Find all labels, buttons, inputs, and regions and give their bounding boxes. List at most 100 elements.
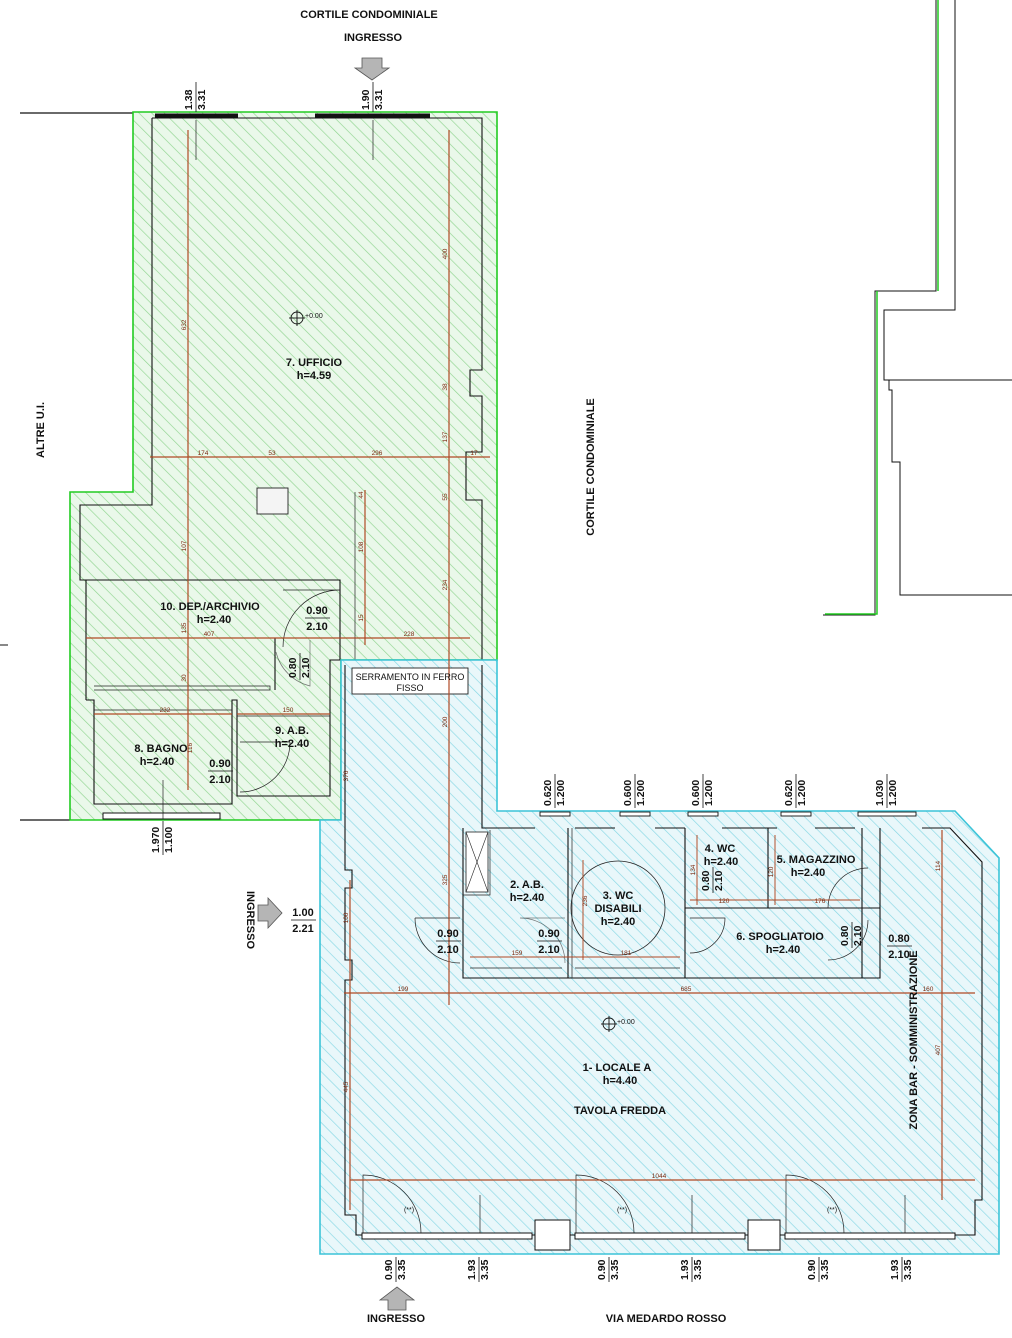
svg-text:1.00: 1.00: [292, 907, 313, 919]
room-locale-height: h=4.40: [603, 1075, 638, 1087]
svg-text:1.38: 1.38: [183, 89, 195, 110]
note-1: (**): [404, 1207, 414, 1214]
svg-text:15: 15: [358, 614, 365, 622]
room-ab9-height: h=2.40: [275, 738, 310, 750]
svg-text:44: 44: [358, 491, 365, 499]
svg-text:0.80: 0.80: [700, 870, 712, 891]
svg-text:0.620: 0.620: [542, 780, 554, 806]
svg-text:407: 407: [204, 631, 215, 638]
svg-text:0.90: 0.90: [306, 605, 327, 617]
svg-text:296: 296: [372, 450, 383, 457]
svg-text:1.200: 1.200: [703, 780, 715, 806]
svg-text:1.200: 1.200: [635, 780, 647, 806]
svg-text:325: 325: [442, 874, 449, 885]
svg-text:3.35: 3.35: [396, 1259, 408, 1280]
svg-text:1.100: 1.100: [163, 827, 175, 853]
svg-text:1.030: 1.030: [874, 780, 886, 806]
opening-bottom-4: 1.93 3.35: [679, 1257, 704, 1282]
opening-window-3: 0.600 1.200: [690, 774, 715, 808]
entry-arrow-top: [353, 57, 391, 81]
opening-ab9-door: 0.90 2.10: [208, 758, 233, 786]
room-magazzino-height: h=2.40: [791, 867, 826, 879]
dimension-numbers: 632 400 38 137 174 53 296 17 44 55 107 1…: [160, 248, 942, 1180]
opening-top-2: 1.90 3.31: [360, 82, 385, 112]
opening-spog-door-right: 0.80 2.10: [887, 933, 912, 961]
svg-text:150: 150: [283, 707, 294, 714]
opening-arch-door: 0.90 2.10: [305, 605, 330, 633]
opening-bottom-6: 1.93 3.35: [889, 1257, 914, 1282]
entry-arrow-left: [257, 896, 283, 930]
via-label: VIA MEDARDO ROSSO: [606, 1313, 727, 1325]
opening-window-1: 0.620 1.200: [542, 774, 567, 808]
opening-ab2-door-right: 0.90 2.10: [537, 928, 562, 956]
svg-text:3.31: 3.31: [373, 89, 385, 110]
svg-text:376: 376: [343, 770, 350, 781]
surrounding-lines: [0, 0, 1012, 821]
svg-text:1.93: 1.93: [679, 1259, 691, 1280]
zona-bar-label: ZONA BAR - SOMMINISTRAZIONE: [908, 950, 920, 1129]
svg-text:0.90: 0.90: [538, 928, 559, 940]
opening-wc4-door: 0.80 2.10: [700, 867, 725, 893]
svg-text:0.80: 0.80: [888, 933, 909, 945]
svg-text:1.200: 1.200: [555, 780, 567, 806]
opening-small-door: 0.80 2.10: [287, 653, 312, 680]
svg-text:135: 135: [181, 622, 188, 633]
svg-text:0.90: 0.90: [209, 758, 230, 770]
svg-text:116: 116: [187, 742, 194, 753]
room-ab2-height: h=2.40: [510, 892, 545, 904]
svg-text:1.90: 1.90: [360, 89, 372, 110]
level-marker-locale: +0.00: [601, 1016, 635, 1032]
opening-left-bottom: 1.970 1.100: [150, 821, 175, 855]
svg-text:107: 107: [181, 540, 188, 551]
svg-text:160: 160: [923, 986, 934, 993]
svg-text:2.21: 2.21: [292, 923, 313, 935]
note-3: (**): [827, 1207, 837, 1214]
svg-text:0.80: 0.80: [287, 657, 299, 678]
cortile-top-label: CORTILE CONDOMINIALE: [300, 9, 438, 21]
dimension-lines: [86, 130, 975, 1210]
tavola-label: TAVOLA FREDDA: [574, 1105, 666, 1117]
svg-text:3.31: 3.31: [196, 89, 208, 110]
room-bagno-name: 8. BAGNO: [134, 743, 188, 755]
opening-window-2: 0.600 1.200: [622, 774, 647, 808]
svg-text:2.10: 2.10: [209, 774, 230, 786]
svg-text:2.10: 2.10: [538, 944, 559, 956]
opening-window-4: 0.620 1.200: [783, 774, 808, 808]
ingresso-bottom-label: INGRESSO: [367, 1313, 426, 1325]
level-marker-ufficio: +0.00: [289, 310, 323, 326]
svg-text:1.200: 1.200: [796, 780, 808, 806]
svg-text:2.10: 2.10: [306, 621, 327, 633]
svg-text:0.90: 0.90: [437, 928, 458, 940]
svg-text:236: 236: [582, 895, 589, 906]
svg-text:3.35: 3.35: [479, 1259, 491, 1280]
svg-text:400: 400: [442, 248, 449, 259]
svg-text:234: 234: [442, 579, 449, 590]
room-ufficio-name: 7. UFFICIO: [286, 357, 343, 369]
room-magazzino-name: 5. MAGAZZINO: [777, 854, 856, 866]
svg-text:174: 174: [198, 450, 209, 457]
svg-text:0.620: 0.620: [783, 780, 795, 806]
svg-text:3.35: 3.35: [692, 1259, 704, 1280]
svg-text:2.10: 2.10: [300, 657, 312, 678]
svg-text:445: 445: [343, 1081, 350, 1092]
opening-bottom-3: 0.90 3.35: [596, 1257, 621, 1282]
svg-text:181: 181: [621, 950, 632, 957]
svg-text:55: 55: [442, 493, 449, 501]
altre-ui-label: ALTRE U.I.: [35, 402, 47, 458]
svg-text:0.90: 0.90: [383, 1259, 395, 1280]
svg-text:407: 407: [935, 1044, 942, 1055]
serramento-label-2: FISSO: [396, 683, 423, 693]
svg-text:30: 30: [181, 674, 188, 682]
ingresso-top-label: INGRESSO: [344, 32, 403, 44]
svg-text:3.35: 3.35: [819, 1259, 831, 1280]
svg-text:1.200: 1.200: [887, 780, 899, 806]
opening-bottom-5: 0.90 3.35: [806, 1257, 831, 1282]
svg-text:120: 120: [719, 898, 730, 905]
svg-text:176: 176: [815, 898, 826, 905]
opening-top-1: 1.38 3.31: [183, 82, 208, 112]
room-ufficio-height: h=4.59: [297, 370, 332, 382]
svg-text:108: 108: [358, 541, 365, 552]
room-wc3-name: 3. WC: [603, 890, 634, 902]
svg-text:0.80: 0.80: [839, 925, 851, 946]
